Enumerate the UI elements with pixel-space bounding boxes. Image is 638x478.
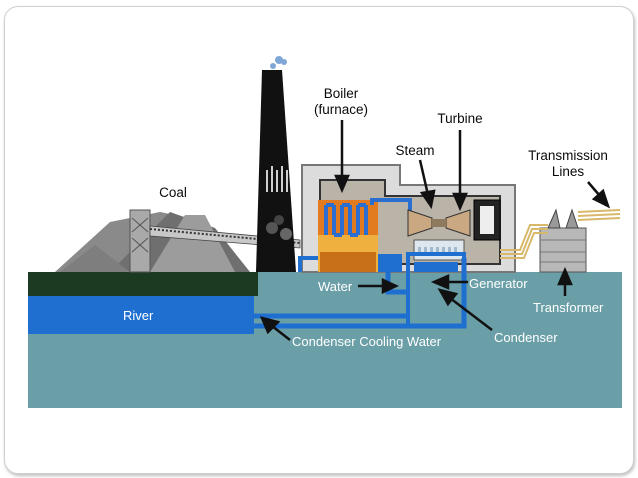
transformer-label: Transformer (533, 300, 604, 315)
steam-pipe (370, 198, 412, 212)
cooling-water-pipes (254, 258, 467, 329)
river-label: River (123, 308, 154, 323)
smoke-stack (256, 56, 296, 272)
water-label: Water (318, 279, 353, 294)
generator-wires (500, 224, 548, 259)
boiler-label: Boiler (324, 86, 359, 101)
transmission-lines (577, 209, 621, 221)
callout-arrows (259, 120, 611, 341)
coal-label: Coal (159, 185, 187, 200)
boiler-furnace (318, 200, 378, 272)
water-pipes (298, 254, 408, 295)
steam-label: Steam (395, 143, 434, 158)
turbine-unit (407, 209, 471, 237)
condenser-cooling-water-label: Condenser Cooling Water (292, 334, 442, 349)
generator-label: Generator (469, 276, 528, 291)
river (28, 296, 254, 334)
boiler-label-sub: (furnace) (314, 102, 368, 117)
condenser-label: Condenser (494, 330, 558, 345)
transmission-label: Transmission (528, 148, 608, 163)
grass-strip (28, 272, 258, 296)
generator-unit (473, 199, 501, 241)
transmission-label-sub: Lines (552, 164, 585, 179)
transformer-unit (539, 208, 587, 273)
turbine-label: Turbine (437, 111, 482, 126)
